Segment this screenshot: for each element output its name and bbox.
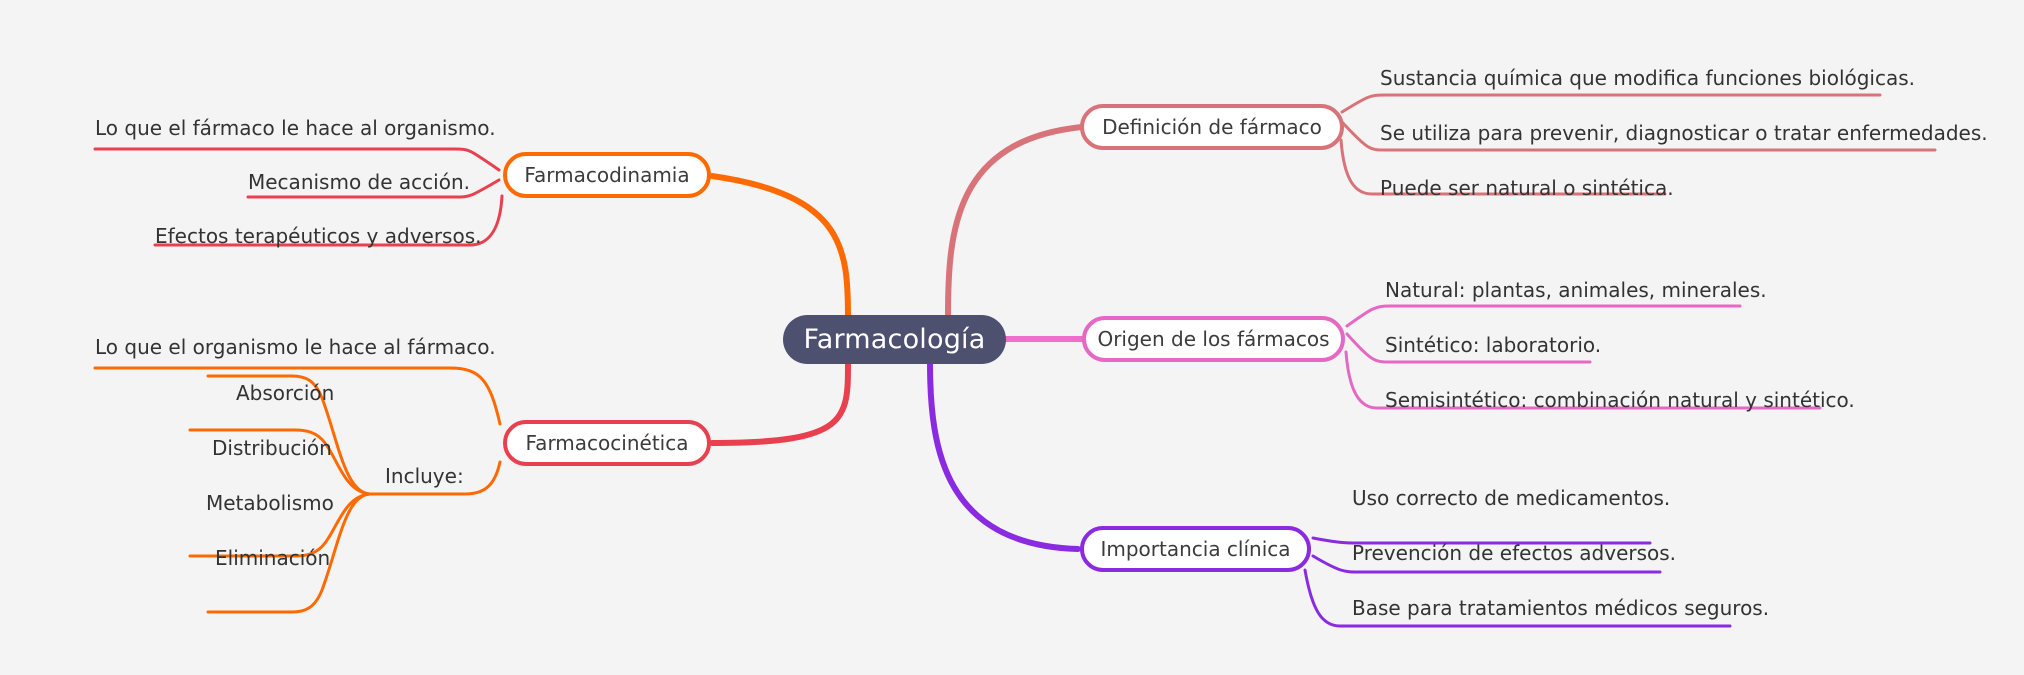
connector-root-farmacocinetica — [709, 359, 851, 446]
leaf-text: Distribución — [212, 436, 332, 460]
leaf-farmacocinetica-sub-1: Absorción — [236, 383, 334, 403]
sub-hub-text: Incluye: — [385, 464, 464, 488]
leaf-farmacocinetica-sub-2: Distribución — [212, 438, 332, 458]
branch-node-farmacocinetica[interactable]: Farmacocinética — [503, 420, 711, 466]
leaf-farmacodinamia-1: Lo que el fármaco le hace al organismo. — [95, 118, 496, 138]
sub-hub-label-incluye: Incluye: — [385, 466, 464, 486]
leaf-farmacocinetica-1: Lo que el organismo le hace al fármaco. — [95, 337, 496, 357]
branch-node-label-origen: Origen de los fármacos — [1097, 327, 1330, 351]
leaf-text: Puede ser natural o sintética. — [1380, 176, 1674, 200]
leaf-importancia-1: Uso correcto de medicamentos. — [1352, 488, 1670, 508]
leaf-definicion-3: Puede ser natural o sintética. — [1380, 178, 1674, 198]
leaf-text: Natural: plantas, animales, minerales. — [1385, 278, 1767, 302]
connector-root-farmacodinamia — [709, 173, 851, 321]
leaf-text: Efectos terapéuticos y adversos. — [155, 224, 482, 248]
leaf-text: Absorción — [236, 381, 335, 405]
leaf-text: Base para tratamientos médicos seguros. — [1352, 596, 1770, 620]
leaf-text: Lo que el organismo le hace al fármaco. — [95, 335, 496, 359]
leaf-farmacocinetica-sub-4: Eliminación — [215, 548, 330, 568]
branch-node-farmacodinamia[interactable]: Farmacodinamia — [503, 152, 711, 198]
leaf-text: Metabolismo — [206, 491, 334, 515]
leaf-definicion-2: Se utiliza para prevenir, diagnosticar o… — [1380, 123, 1988, 143]
connector-org-leaf-1 — [1345, 304, 1742, 328]
leaf-origen-3: Semisintético: combinación natural y sin… — [1385, 390, 1855, 410]
leaf-text: Semisintético: combinación natural y sin… — [1385, 388, 1855, 412]
branch-node-origen-de-los-farmacos[interactable]: Origen de los fármacos — [1082, 316, 1345, 362]
leaf-text: Uso correcto de medicamentos. — [1352, 486, 1671, 510]
branch-node-label-importancia: Importancia clínica — [1100, 537, 1291, 561]
leaf-text: Sintético: laboratorio. — [1385, 333, 1602, 357]
branch-node-label-farmacodinamia: Farmacodinamia — [524, 163, 690, 187]
branch-node-label-farmacocinetica: Farmacocinética — [525, 431, 689, 455]
leaf-farmacodinamia-2: Mecanismo de acción. — [248, 172, 470, 192]
connector-root-definicion — [945, 124, 1085, 319]
branch-node-definicion-de-farmaco[interactable]: Definición de fármaco — [1080, 104, 1344, 150]
leaf-text: Lo que el fármaco le hace al organismo. — [95, 116, 496, 140]
branch-node-importancia-clinica[interactable]: Importancia clínica — [1080, 526, 1311, 572]
connector-def-leaf-1 — [1340, 93, 1882, 114]
leaf-text: Prevención de efectos adversos. — [1352, 541, 1677, 565]
leaf-text: Sustancia química que modifica funciones… — [1380, 66, 1916, 90]
connector-root-importancia — [927, 360, 1081, 552]
leaf-origen-1: Natural: plantas, animales, minerales. — [1385, 280, 1767, 300]
leaf-definicion-1: Sustancia química que modifica funciones… — [1380, 68, 1915, 88]
root-node-farmacologia[interactable]: Farmacología — [783, 315, 1006, 364]
connector-fd-leaf-1 — [93, 147, 501, 172]
leaf-origen-2: Sintético: laboratorio. — [1385, 335, 1601, 355]
leaf-importancia-2: Prevención de efectos adversos. — [1352, 543, 1676, 563]
leaf-text: Eliminación — [215, 546, 331, 570]
root-node-label: Farmacología — [803, 324, 986, 355]
leaf-farmacodinamia-3: Efectos terapéuticos y adversos. — [155, 226, 481, 246]
leaf-text: Se utiliza para prevenir, diagnosticar o… — [1380, 121, 1988, 145]
leaf-importancia-3: Base para tratamientos médicos seguros. — [1352, 598, 1769, 618]
leaf-text: Mecanismo de acción. — [248, 170, 470, 194]
branch-node-label-definicion: Definición de fármaco — [1102, 115, 1322, 139]
leaf-farmacocinetica-sub-3: Metabolismo — [206, 493, 334, 513]
